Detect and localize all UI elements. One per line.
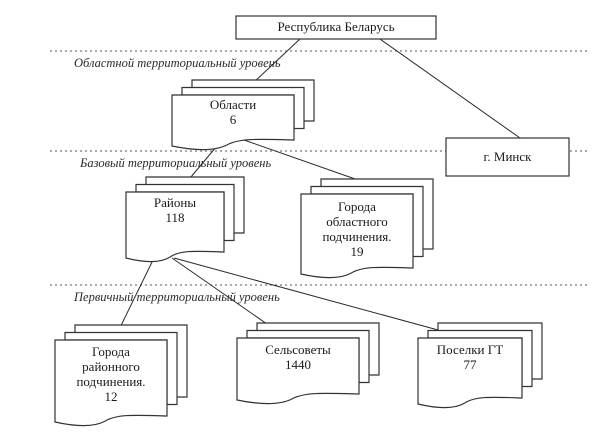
node-goroda-obl-doc [300, 178, 434, 279]
edge-rayony-poselki [173, 257, 439, 331]
edge-oblasti-goroda-obl [243, 139, 359, 181]
node-rayony-label: Районы 118 [126, 195, 224, 225]
node-poselki-count: 77 [463, 357, 477, 372]
node-rayony-count: 118 [165, 210, 185, 225]
node-goroda-ray-doc-front [54, 339, 168, 427]
node-goroda-obl-label: Города областного подчинения. 19 [301, 199, 413, 259]
node-poselki-name: Поселки ГТ [436, 342, 504, 357]
level-label-primary: Первичный территориальный уровень [74, 290, 280, 304]
node-goroda-obl-count: 19 [350, 244, 364, 259]
level-label-regional: Областной территориальный уровень [74, 56, 281, 70]
level-label-basic: Базовый территориальный уровень [80, 156, 272, 170]
node-rayony-name: Районы [153, 195, 197, 210]
node-minsk-label: г. Минск [446, 149, 569, 164]
node-oblasti-label: Области 6 [172, 97, 294, 127]
node-goroda-ray-label: Города районного подчинения. 12 [55, 344, 167, 404]
node-goroda-obl-doc-front [300, 193, 414, 279]
node-minsk-box [445, 137, 570, 177]
node-oblasti-name: Области [209, 97, 257, 112]
node-goroda-ray-doc [54, 324, 188, 427]
node-goroda-ray-line-1: Города [92, 344, 130, 359]
node-goroda-ray-count: 12 [104, 389, 118, 404]
node-selsovety-label: Сельсоветы 1440 [237, 342, 359, 372]
node-root-label: Республика Беларусь [236, 19, 436, 34]
node-selsovety-name: Сельсоветы [265, 342, 331, 357]
node-minsk-name: г. Минск [483, 149, 532, 164]
node-rayony-doc-front [125, 191, 225, 263]
node-poselki-doc-front [417, 337, 523, 409]
node-root-line: Республика Беларусь [277, 19, 395, 34]
node-selsovety-count: 1440 [285, 357, 311, 372]
node-oblasti-doc [171, 79, 315, 151]
node-oblasti-doc-front [171, 94, 295, 151]
edge-root-minsk [379, 38, 521, 139]
node-selsovety-doc [236, 322, 380, 405]
node-goroda-obl-line-2: областного [326, 214, 388, 229]
node-goroda-ray-line-2: районного [82, 359, 140, 374]
node-rayony-doc [125, 176, 245, 263]
node-root-box [235, 15, 437, 40]
node-poselki-doc [417, 322, 543, 409]
node-oblasti-count: 6 [229, 112, 237, 127]
node-poselki-label: Поселки ГТ 77 [418, 342, 522, 372]
node-goroda-obl-line-3: подчинения. [322, 229, 392, 244]
node-selsovety-doc-front [236, 337, 360, 405]
node-goroda-obl-line-1: Города [338, 199, 376, 214]
node-goroda-ray-line-3: подчинения. [76, 374, 146, 389]
